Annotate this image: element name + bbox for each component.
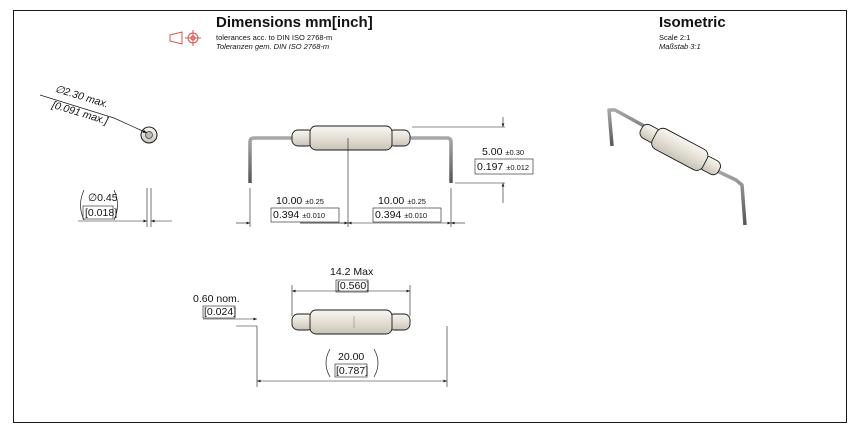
isometric-view bbox=[607, 108, 747, 226]
tolerance-note-en: tolerances acc. to DIN ISO 2768-m bbox=[216, 33, 333, 42]
front-view-bent bbox=[236, 117, 534, 227]
height-in: 0.197 ±0.012 bbox=[477, 161, 530, 173]
isometric-title: Isometric bbox=[659, 14, 726, 31]
height-mm: 5.00 ±0.30 bbox=[482, 146, 525, 158]
projection-symbol-icon bbox=[169, 30, 201, 46]
end-view bbox=[39, 94, 172, 227]
lead-flat-in: [0.024] bbox=[204, 306, 237, 318]
lead-right-mm: 10.00 ±0.25 bbox=[378, 195, 426, 207]
dimensions-title: Dimensions mm[inch] bbox=[216, 14, 373, 31]
drawing-frame bbox=[13, 10, 847, 423]
isometric-scale: Scale 2:1 bbox=[659, 33, 691, 42]
body-length-mm: 14.2 Max bbox=[330, 266, 374, 278]
isometric-scale-de: Maßstab 3:1 bbox=[659, 42, 701, 51]
lead-right-in: 0.394 ±0.010 bbox=[375, 209, 428, 221]
lead-diameter-in: [0.018] bbox=[85, 207, 118, 219]
lead-flat-mm: 0.60 nom. bbox=[193, 293, 240, 305]
body-length-in: [0.560] bbox=[337, 280, 370, 292]
lead-left-in: 0.394 ±0.010 bbox=[273, 209, 326, 221]
tolerance-note-de: Toleranzen gem. DIN ISO 2768-m bbox=[216, 42, 330, 51]
front-view-straight bbox=[202, 279, 448, 387]
overall-length-in: [0.787] bbox=[336, 365, 369, 377]
overall-length-mm: 20.00 bbox=[338, 351, 365, 363]
lead-left-mm: 10.00 ±0.25 bbox=[276, 195, 324, 207]
lead-diameter-mm: ∅0.45 bbox=[88, 192, 118, 204]
